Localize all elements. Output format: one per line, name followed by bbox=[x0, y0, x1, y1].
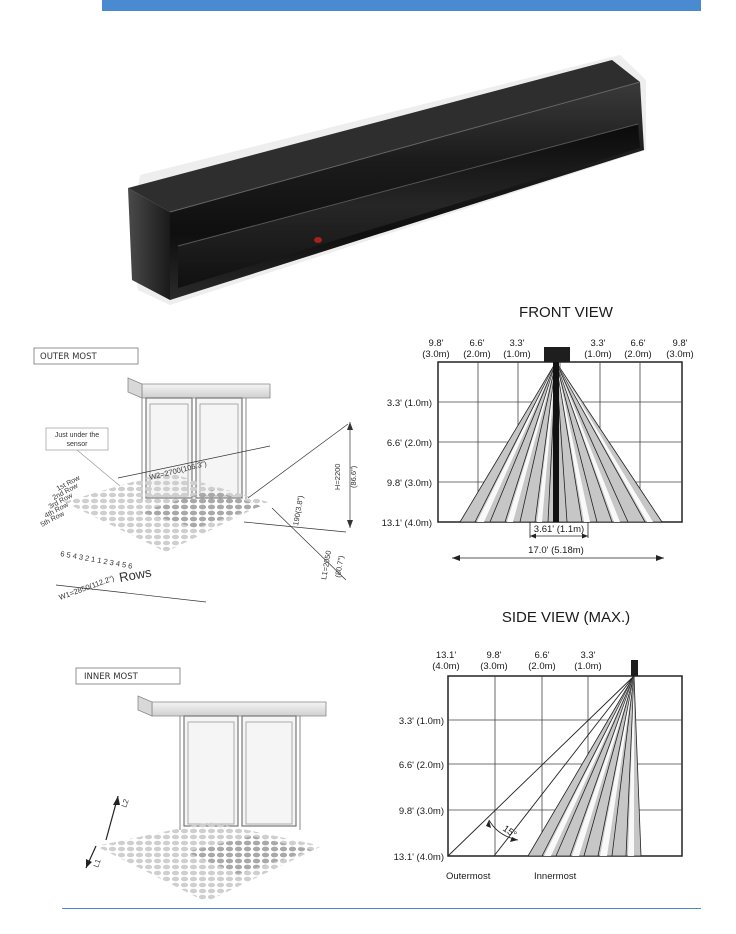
outer-most-label-box bbox=[33, 347, 139, 365]
door-header-side bbox=[127, 377, 143, 399]
side-sensor-block bbox=[631, 660, 638, 676]
door-glass-right bbox=[245, 721, 293, 825]
front-detection-beams bbox=[459, 361, 663, 523]
front-top-label-ft: 6.6' bbox=[469, 338, 484, 349]
l1-label: L1 bbox=[91, 858, 102, 869]
innermost-label: Innermost bbox=[534, 871, 577, 882]
row-numbers: 6 5 4 3 2 1 1 2 3 4 5 6 bbox=[60, 549, 133, 571]
extension-line bbox=[247, 423, 349, 499]
arrowhead bbox=[656, 555, 664, 561]
inner-most-illustration: INNER MOST L2 L1 bbox=[75, 667, 327, 902]
inner-most-label-box bbox=[75, 667, 181, 685]
front-sensor-block bbox=[544, 347, 570, 362]
arrowhead bbox=[486, 820, 491, 828]
front-top-label-m: (2.0m) bbox=[463, 349, 490, 360]
side-top-label-m: (3.0m) bbox=[480, 661, 507, 672]
side-left-label: 3.3' (1.0m) bbox=[399, 716, 444, 727]
l2-label: L2 bbox=[119, 798, 130, 809]
sensor-window-edge bbox=[177, 123, 639, 247]
door-panel-right bbox=[195, 397, 243, 499]
callout-text: sensor bbox=[66, 441, 88, 448]
detection-area-center bbox=[186, 836, 312, 874]
side-detection-beams bbox=[447, 674, 642, 857]
outermost-label: Outermost bbox=[446, 871, 491, 882]
w1-dimension-line bbox=[55, 584, 207, 603]
arrowhead bbox=[530, 533, 536, 539]
total-width-label: 17.0' (5.18m) bbox=[528, 545, 584, 556]
front-view-diagram: FRONT VIEW 9.8' (3.0m) 6.6' (2.0m) 3.3' … bbox=[382, 304, 694, 561]
h-inch-label: (86.6") bbox=[349, 465, 358, 488]
extension-line bbox=[271, 507, 347, 581]
front-top-label-m: (2.0m) bbox=[624, 349, 651, 360]
door-panel-left bbox=[183, 715, 239, 827]
arrowhead bbox=[347, 520, 353, 528]
front-top-label-m: (1.0m) bbox=[584, 349, 611, 360]
side-top-label-m: (1.0m) bbox=[574, 661, 601, 672]
inner-width-label: 3.61' (1.1m) bbox=[534, 524, 584, 535]
callout-leader bbox=[76, 449, 121, 487]
top-accent-bar bbox=[102, 0, 701, 11]
front-top-label-ft: 3.3' bbox=[509, 338, 524, 349]
outermost-beam-line bbox=[493, 675, 635, 857]
door-header bbox=[151, 701, 327, 717]
front-top-label-m: (3.0m) bbox=[422, 349, 449, 360]
side-left-label: 6.6' (2.0m) bbox=[399, 760, 444, 771]
arrowhead bbox=[582, 533, 588, 539]
side-top-label-m: (2.0m) bbox=[528, 661, 555, 672]
rows-label: Rows bbox=[118, 564, 153, 585]
sensor-window bbox=[178, 124, 640, 288]
bottom-accent-rule bbox=[62, 908, 701, 909]
inner-most-label: INNER MOST bbox=[84, 672, 139, 682]
side-top-label-ft: 9.8' bbox=[486, 650, 501, 661]
side-view-title: SIDE VIEW (MAX.) bbox=[502, 609, 630, 626]
sensor-led bbox=[314, 237, 322, 243]
arrowhead bbox=[113, 796, 120, 805]
detection-area-center bbox=[140, 490, 262, 528]
door-panel-right bbox=[241, 715, 297, 827]
front-left-label: 9.8' (3.0m) bbox=[387, 478, 432, 489]
outer-most-illustration: OUTER MOST Just under the sensor 1st Row… bbox=[33, 347, 358, 603]
front-top-label-m: (1.0m) bbox=[503, 349, 530, 360]
side-top-label-ft: 6.6' bbox=[534, 650, 549, 661]
front-left-label: 3.3' (1.0m) bbox=[387, 398, 432, 409]
door-header bbox=[141, 383, 271, 399]
outermost-beam-line bbox=[447, 675, 635, 857]
side-top-label-m: (4.0m) bbox=[432, 661, 459, 672]
side-top-label-ft: 13.1' bbox=[436, 650, 456, 661]
extension-line bbox=[243, 521, 347, 533]
detection-area-outer bbox=[96, 822, 322, 902]
d190-label: 190(3.8") bbox=[291, 494, 305, 526]
sensor-top-face bbox=[128, 60, 640, 212]
outer-most-label: OUTER MOST bbox=[40, 352, 98, 362]
front-top-label-ft: 9.8' bbox=[428, 338, 443, 349]
front-top-label-m: (3.0m) bbox=[666, 349, 693, 360]
callout-text: Just under the bbox=[55, 432, 99, 439]
side-left-label: 13.1' (4.0m) bbox=[394, 852, 444, 863]
sensor-top-edge bbox=[169, 81, 641, 213]
front-view-title: FRONT VIEW bbox=[519, 304, 614, 321]
sensor-photo bbox=[128, 55, 646, 305]
sensor-end-cap bbox=[128, 188, 170, 300]
side-left-label: 9.8' (3.0m) bbox=[399, 806, 444, 817]
arrowhead bbox=[347, 422, 353, 430]
w2-dimension-line bbox=[117, 445, 271, 479]
side-top-label-ft: 3.3' bbox=[580, 650, 595, 661]
w1-label: W1=2850(112.2") bbox=[58, 573, 116, 602]
side-view-diagram: SIDE VIEW (MAX.) 13.1' (4.0m) 9.8' (3.0m… bbox=[394, 609, 683, 882]
h-label: H=2200 bbox=[333, 464, 342, 490]
l1-inch-label: (80.7") bbox=[333, 554, 346, 578]
front-left-label: 6.6' (2.0m) bbox=[387, 438, 432, 449]
door-header-side bbox=[137, 695, 153, 717]
front-top-label-ft: 9.8' bbox=[672, 338, 687, 349]
front-left-label: 13.1' (4.0m) bbox=[382, 518, 432, 529]
arrowhead bbox=[510, 837, 518, 842]
front-top-label-ft: 3.3' bbox=[590, 338, 605, 349]
arrowhead bbox=[452, 555, 460, 561]
arrowhead bbox=[86, 859, 92, 868]
front-top-label-ft: 6.6' bbox=[630, 338, 645, 349]
